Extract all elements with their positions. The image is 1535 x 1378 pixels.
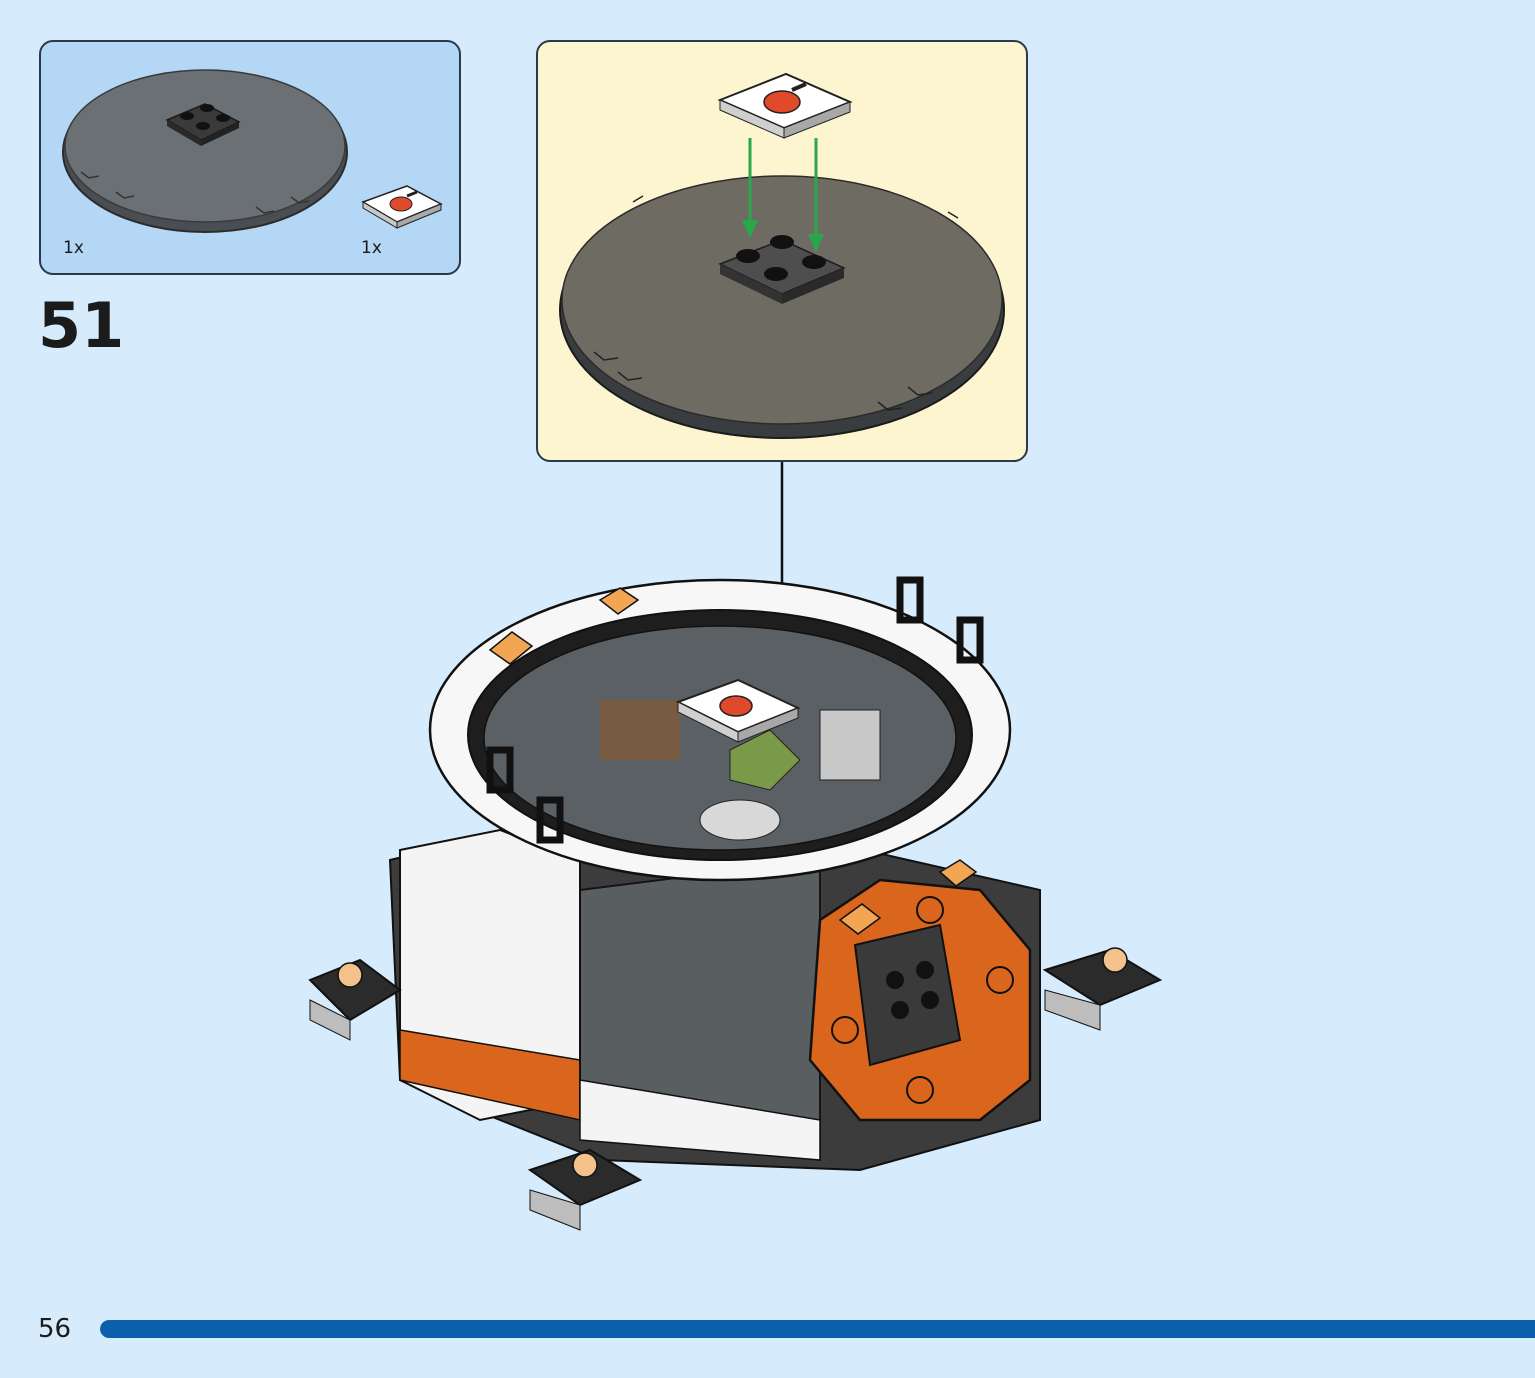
printed-tile-callout [717, 72, 853, 139]
printed-tile-icon [361, 185, 443, 229]
parts-list-box: 1x 1x [39, 40, 461, 275]
progress-bar [100, 1320, 1535, 1338]
printed-tile-model [675, 678, 801, 743]
landing-legs [308, 947, 1163, 1231]
green-arrows [742, 138, 824, 252]
round-plate-callout [559, 175, 1005, 439]
parts-list-graphics [62, 69, 443, 233]
orange-cones [488, 587, 978, 935]
black-handles [486, 576, 984, 844]
assembled-model [308, 576, 1163, 1231]
orange-door-frame [808, 878, 1032, 1122]
callout-box [536, 40, 1028, 462]
step-number: 51 [38, 289, 125, 362]
page-number: 56 [38, 1314, 72, 1344]
round-plate-icon [62, 69, 348, 233]
progress-bar-fill [100, 1320, 1535, 1338]
part-count-plate: 1x [63, 238, 84, 258]
part-count-tile: 1x [361, 238, 382, 258]
callout-graphics [559, 72, 1005, 439]
